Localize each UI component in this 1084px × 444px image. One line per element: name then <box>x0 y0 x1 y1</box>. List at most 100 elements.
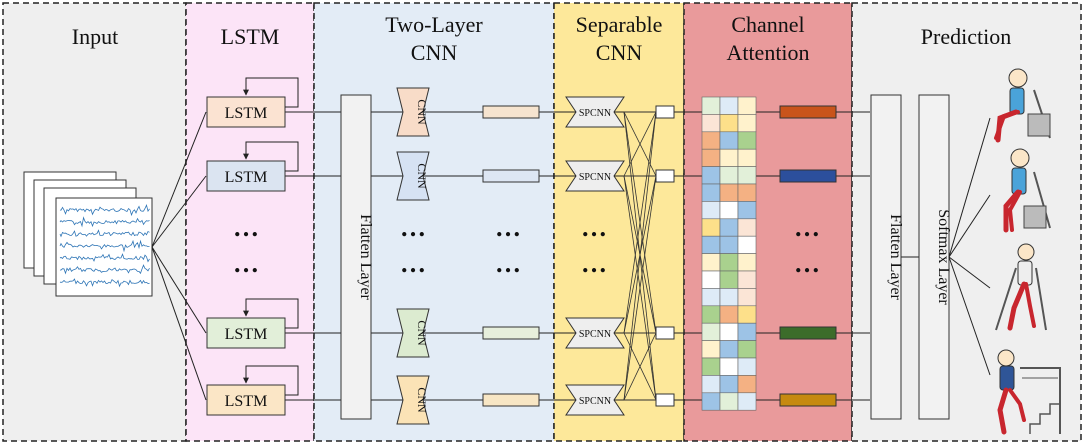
attention-cell <box>719 288 739 307</box>
attention-cell <box>701 375 721 394</box>
attention-cell <box>701 322 721 341</box>
attention-cell <box>701 183 721 202</box>
cnn-block: CNN <box>396 87 430 137</box>
level-walking-figure-icon <box>995 243 1047 331</box>
ellipsis-mark: … <box>233 213 259 242</box>
two-layer-cnn-title-line2: CNN <box>411 40 458 65</box>
lstm-feedback-arrow <box>243 77 299 108</box>
spcnn-block: SPCNN <box>565 96 625 128</box>
emg-waveforms <box>59 203 150 288</box>
spcnn-label: SPCNN <box>579 172 611 183</box>
lstm-label: LSTM <box>225 105 268 122</box>
lstm-feedback-arrow <box>243 298 299 329</box>
attention-output-bar <box>779 393 837 407</box>
attention-cell <box>719 392 739 411</box>
lstm-cell: LSTM <box>206 77 299 128</box>
attention-cell <box>737 235 757 254</box>
attention-cell <box>701 305 721 324</box>
attention-cell <box>719 114 739 133</box>
spcnn-output-node <box>655 105 675 119</box>
separable-cnn-title-line1: Separable <box>576 12 663 37</box>
attention-cell <box>719 218 739 237</box>
attention-cell <box>701 340 721 359</box>
prediction-title: Prediction <box>921 24 1011 49</box>
attention-cell <box>737 114 757 133</box>
lstm-label: LSTM <box>225 326 268 343</box>
ellipsis-mark: … <box>794 249 820 278</box>
cnn-label: CNN <box>415 163 429 189</box>
cnn-blocks: CNN CNN CNN CNN <box>396 87 430 425</box>
input-signal-stack <box>23 171 153 297</box>
channel-attention-title-line1: Channel <box>731 12 804 37</box>
spcnn-cross-connections <box>623 111 657 401</box>
lstm-label: LSTM <box>225 169 268 186</box>
spcnn-output-node <box>655 326 675 340</box>
cnn-feature-bars <box>482 105 540 407</box>
sitting-down-figure-icon <box>994 68 1051 143</box>
lstm-cell: LSTM <box>206 298 299 349</box>
waveform-line <box>59 203 150 217</box>
attention-cell <box>701 218 721 237</box>
section-titles: Input LSTM Two-Layer CNN Separable CNN C… <box>72 12 1011 65</box>
lstm-section <box>185 2 315 442</box>
cnn-block: CNN <box>396 308 430 358</box>
cnn-label: CNN <box>415 387 429 413</box>
lstm-label: LSTM <box>225 393 268 410</box>
attention-cell <box>719 375 739 394</box>
ellipsis-mark: … <box>400 249 426 278</box>
attention-cell <box>719 166 739 185</box>
attention-cell <box>701 253 721 272</box>
spcnn-block: SPCNN <box>565 317 625 349</box>
attention-cell <box>701 392 721 411</box>
spcnn-block: SPCNN <box>565 160 625 192</box>
waveform-line <box>59 264 150 275</box>
standing-up-figure-icon <box>1003 148 1051 233</box>
waveform-line <box>59 229 150 238</box>
attention-cell <box>719 201 739 220</box>
cnn-label: CNN <box>415 99 429 125</box>
feature-bar <box>482 105 540 119</box>
attention-cell <box>737 218 757 237</box>
spcnn-output-node <box>655 169 675 183</box>
flatten-layer-2-label: Flatten Layer <box>887 214 904 300</box>
flatten-layer-1: Flatten Layer <box>340 94 374 420</box>
attention-cell <box>701 114 721 133</box>
spcnn-block: SPCNN <box>565 384 625 416</box>
softmax-layer-label: Softmax Layer <box>935 209 952 305</box>
channel-attention-title-line2: Attention <box>726 40 809 65</box>
feature-bar <box>482 326 540 340</box>
separable-cnn-section <box>553 2 685 442</box>
ellipsis-mark: … <box>495 213 521 242</box>
spcnn-label: SPCNN <box>579 329 611 340</box>
attention-cell <box>719 148 739 167</box>
spcnn-output-nodes <box>655 105 675 407</box>
attention-cell <box>737 392 757 411</box>
attention-cell <box>719 357 739 376</box>
attention-cell <box>719 340 739 359</box>
flatten-layer-1-label: Flatten Layer <box>357 214 374 300</box>
attention-cell <box>737 375 757 394</box>
ellipsis-mark: … <box>581 213 607 242</box>
attention-cell <box>737 183 757 202</box>
ellipsis-mark: … <box>233 249 259 278</box>
feature-bar <box>482 393 540 407</box>
attention-cell <box>719 305 739 324</box>
attention-output-bar <box>779 105 837 119</box>
attention-cell <box>737 340 757 359</box>
spcnn-label: SPCNN <box>579 108 611 119</box>
input-title: Input <box>72 24 118 49</box>
attention-cell <box>701 96 721 115</box>
attention-cell <box>719 96 739 115</box>
ellipsis-group: ………………………… <box>233 213 820 278</box>
attention-output-bar <box>779 169 837 183</box>
lstm-feedback-arrow <box>243 365 299 396</box>
attention-cell <box>701 201 721 220</box>
attention-cell <box>737 148 757 167</box>
attention-cell <box>719 183 739 202</box>
input-connections <box>151 111 207 401</box>
feature-bar <box>482 169 540 183</box>
cnn-block: CNN <box>396 151 430 201</box>
softmax-layer: Softmax Layer <box>918 94 952 420</box>
separable-cnn-title-line2: CNN <box>596 40 643 65</box>
